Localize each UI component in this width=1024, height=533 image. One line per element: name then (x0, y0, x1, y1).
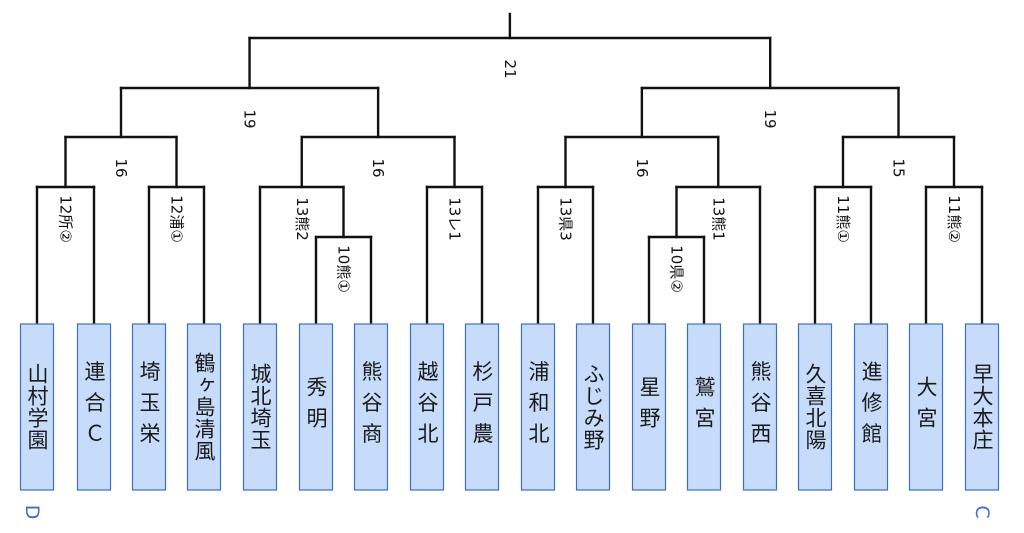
match-score-m16: 19 (761, 109, 779, 128)
team-name: 山村学園 (25, 363, 49, 451)
team-box: 浦和北 (520, 323, 556, 491)
team-box: 秀明 (298, 323, 334, 491)
team-box-bg (631, 323, 667, 491)
team-box: 大宮 (908, 323, 944, 491)
team-box-bg (464, 323, 500, 491)
team-box: 城北埼玉 (242, 323, 278, 491)
team-box-bg (242, 323, 278, 491)
team-box-bg (575, 323, 611, 491)
team-box: 進修館 (853, 323, 889, 491)
match-score-m2: 12浦① (168, 195, 186, 243)
match-score-m11: 16 (112, 158, 130, 177)
team-name: 城北埼玉 (248, 363, 272, 451)
team-box-bg (76, 323, 112, 491)
team-name: 杉戸農 (470, 361, 494, 454)
team-box-bg (742, 323, 778, 491)
match-score-m14: 15 (890, 158, 908, 177)
match-score-m1: 12所② (57, 195, 75, 243)
team-box: 鷲宮 (686, 323, 722, 491)
team-box-bg (797, 323, 833, 491)
team-name: 熊谷商 (359, 361, 383, 454)
team-name: 秀明 (304, 376, 328, 438)
match-score-m12: 16 (369, 158, 387, 177)
team-box: 越谷北 (409, 323, 445, 491)
team-name: 連合Ｃ (82, 361, 106, 454)
side-label-right: C (971, 505, 993, 518)
team-box: 連合Ｃ (76, 323, 112, 491)
team-box-bg (186, 323, 222, 491)
team-box: 星野 (631, 323, 667, 491)
team-box-bg (353, 323, 389, 491)
match-score-m15: 19 (241, 109, 259, 128)
team-box: 早大本庄 (964, 323, 1000, 491)
team-name: 久喜北陽 (803, 363, 827, 451)
team-name: 埼玉栄 (137, 361, 161, 454)
team-box-bg (908, 323, 944, 491)
team-name: 浦和北 (526, 361, 550, 454)
match-score-m8: 13熊1 (709, 197, 727, 241)
team-box: 山村学園 (19, 323, 55, 491)
team-box-bg (520, 323, 556, 491)
match-score-m10: 11熊② (945, 195, 963, 243)
match-score-m13: 16 (633, 158, 651, 177)
team-name: 進修館 (859, 361, 883, 454)
bracket-lines (35, 12, 984, 326)
match-scores: 12所② 12浦① 10熊① 13熊2 13レ1 13県3 10県② 13熊1 11熊① 11熊②… (57, 59, 964, 292)
team-name: 鷲宮 (692, 376, 716, 438)
team-name: ふじみ野 (581, 363, 605, 451)
team-box: 鶴ヶ島清風 (186, 323, 222, 491)
team-box-bg (409, 323, 445, 491)
match-score-m17: 21 (501, 59, 519, 78)
team-name: 熊谷西 (748, 361, 772, 454)
team-box-bg (964, 323, 1000, 491)
team-name: 大宮 (914, 376, 938, 438)
team-box-bg (686, 323, 722, 491)
match-score-m5: 13レ1 (446, 197, 464, 241)
team-name: 鶴ヶ島清風 (192, 352, 216, 462)
team-box: 熊谷商 (353, 323, 389, 491)
match-score-m6: 13県3 (557, 197, 575, 241)
team-box: 熊谷西 (742, 323, 778, 491)
team-list: 山村学園 連合Ｃ 埼玉栄 鶴ヶ島清風 城北埼玉 秀明 熊谷商 越谷北 杉戸農 浦和北 ふじみ野 星野鷲… (19, 323, 1000, 491)
team-box-bg (131, 323, 167, 491)
team-box: 久喜北陽 (797, 323, 833, 491)
match-score-m4: 13熊2 (293, 197, 311, 241)
team-name: 星野 (637, 376, 661, 438)
team-name: 早大本庄 (970, 363, 994, 451)
team-box: 杉戸農 (464, 323, 500, 491)
team-box: 埼玉栄 (131, 323, 167, 491)
team-box-bg (853, 323, 889, 491)
team-box-bg (298, 323, 334, 491)
match-score-m3: 10熊① (335, 245, 353, 293)
team-box-bg (19, 323, 55, 491)
team-name: 越谷北 (415, 361, 439, 454)
match-score-m7: 10県② (668, 245, 686, 293)
side-label-left: D (21, 505, 43, 520)
match-score-m9: 11熊① (834, 195, 852, 243)
team-box: ふじみ野 (575, 323, 611, 491)
